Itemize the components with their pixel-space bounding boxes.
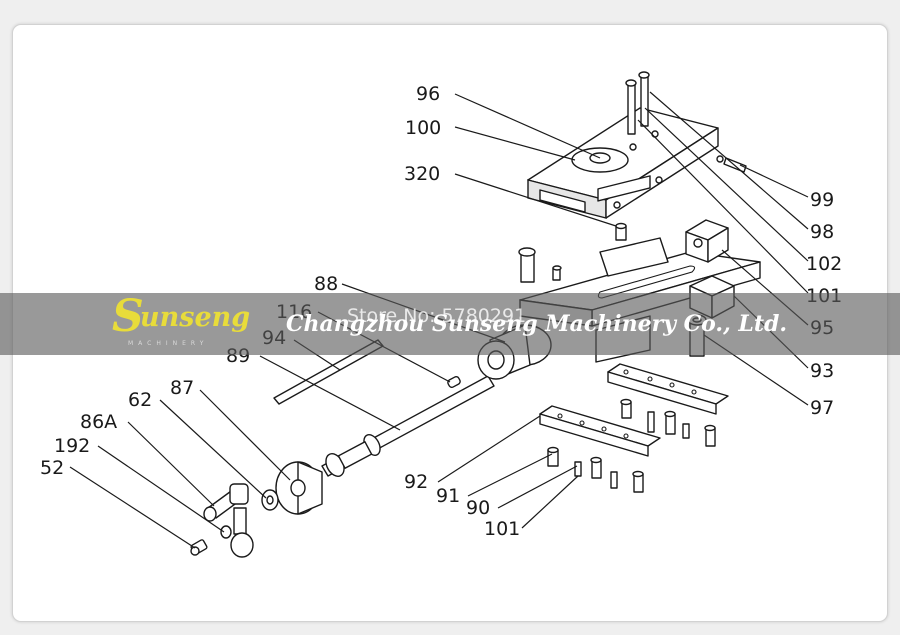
lead-screw <box>321 375 495 477</box>
top-carriage-block <box>527 107 719 219</box>
screws-lower <box>547 446 644 493</box>
label-88: 88 <box>314 273 338 295</box>
label-91: 91 <box>436 485 460 507</box>
pin-99 <box>716 155 747 173</box>
label-92: 92 <box>404 471 428 493</box>
label-52: 52 <box>40 457 64 479</box>
watermark-band <box>0 293 900 355</box>
store-number: Store No: 5780291 <box>347 305 527 327</box>
label-90: 90 <box>466 497 490 519</box>
label-87: 87 <box>170 377 194 399</box>
screws-upper <box>620 398 716 447</box>
washer-192 <box>220 525 232 539</box>
gib-plate-upper <box>607 363 729 415</box>
brand-logo-name: unseng <box>140 302 251 333</box>
block-95 <box>685 219 729 263</box>
label-86a: 86A <box>80 411 117 433</box>
brand-logo-initial: S <box>112 291 144 342</box>
washer-62 <box>261 489 279 511</box>
label-320: 320 <box>404 163 440 185</box>
label-99: 99 <box>810 189 834 211</box>
screw-52 <box>190 539 208 556</box>
label-96: 96 <box>416 83 440 105</box>
rail-bolt <box>518 247 562 283</box>
pin-116 <box>447 376 461 388</box>
label-102: 102 <box>806 253 842 275</box>
gib-plate-lower <box>539 405 661 457</box>
label-100: 100 <box>405 117 441 139</box>
label-98: 98 <box>810 221 834 243</box>
handle-86a <box>203 483 254 558</box>
label-97: 97 <box>810 397 834 419</box>
handwheel-87 <box>275 461 323 515</box>
label-62: 62 <box>128 389 152 411</box>
brand-logo-subtitle: MACHINERY <box>128 340 209 347</box>
company-name: Changzhou Sunseng Machinery Co., Ltd. <box>286 311 788 337</box>
pin-320 <box>615 222 627 241</box>
label-93: 93 <box>810 360 834 382</box>
label-101-lower: 101 <box>484 518 520 540</box>
label-192: 192 <box>54 435 90 457</box>
